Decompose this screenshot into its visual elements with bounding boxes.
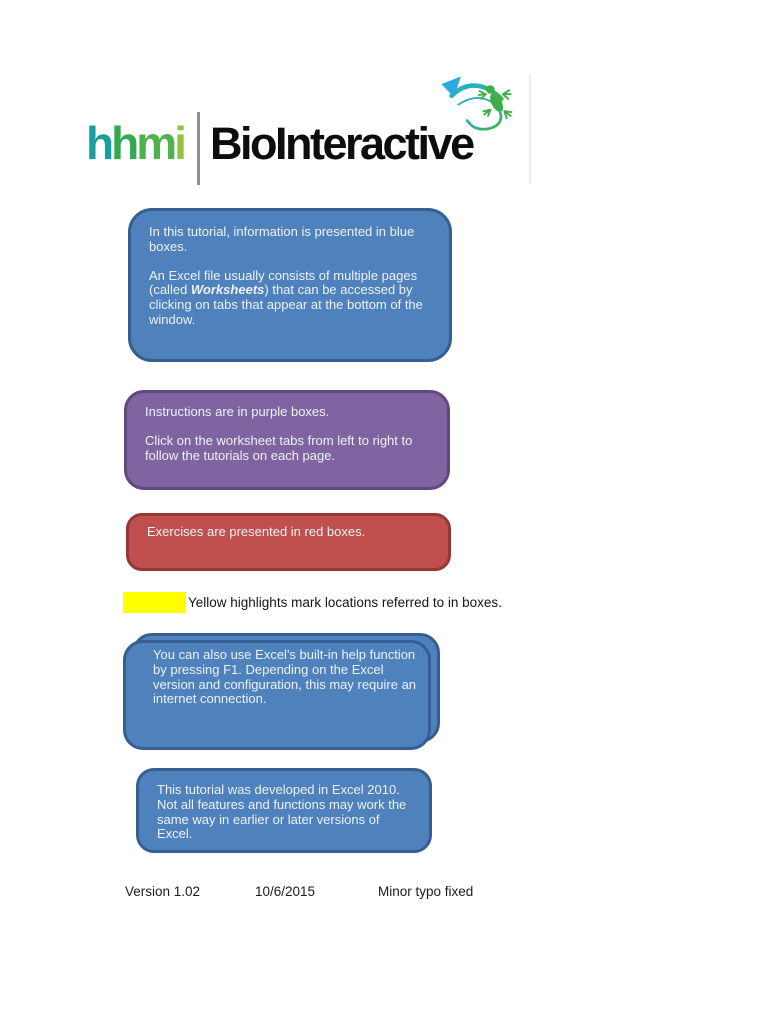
box-paragraph: In this tutorial, information is present… [149,224,415,254]
logo-divider [197,112,200,185]
hhmi-logo: hhmi [86,117,187,169]
box-paragraph: Exercises are presented in red boxes. [147,524,366,539]
footer-date: 10/6/2015 [255,884,316,899]
box-text-emphasis: Worksheets [190,282,265,298]
yellow-highlight-swatch [123,591,186,613]
logo-image-edge [529,74,531,184]
footer-change-note: Minor typo fixed [378,884,474,899]
info-box-blue-help: You can also use Excel's built-in help f… [123,633,440,750]
hhmi-letter: m [136,117,177,169]
hhmi-letter: h [111,117,139,169]
instruction-box-purple: Instructions are in purple boxes. Click … [124,390,450,490]
footer-version: Version 1.02 [125,884,201,899]
highlight-note: Yellow highlights mark locations referre… [123,591,502,613]
hhmi-letter: h [86,117,114,169]
gecko-arrow-icon [441,76,513,131]
box-paragraph: This tutorial was developed in Excel 201… [157,782,407,842]
info-box-blue-version: This tutorial was developed in Excel 201… [136,768,432,853]
hhmi-letter: i [174,117,187,169]
box-paragraph: Click on the worksheet tabs from left to… [145,432,413,463]
box-text: ) that can be accessed by clicking on ta… [149,282,423,328]
box-paragraph: An Excel file usually consists of multip… [149,267,429,328]
box-paragraph: You can also use Excel's built-in help f… [153,647,417,707]
highlight-note-text: Yellow highlights mark locations referre… [188,594,502,610]
exercise-box-red: Exercises are presented in red boxes. [126,513,451,571]
info-box-blue-intro: In this tutorial, information is present… [128,208,452,362]
box-paragraph: Instructions are in purple boxes. [145,404,330,419]
box-text: An Excel file usually consists of multip… [149,267,418,298]
biointeractive-wordmark: BioInteractive [210,118,475,169]
